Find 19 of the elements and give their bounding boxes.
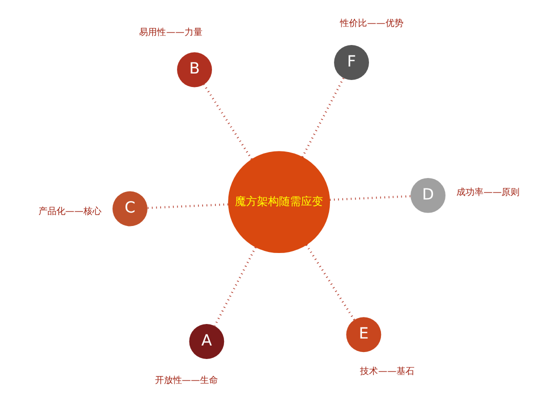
node-circle: C [112, 191, 148, 226]
node-circle: 魔方架构随需应变 [228, 151, 330, 254]
node-circle: A [189, 324, 224, 359]
node-label: 性价比——优势 [340, 18, 404, 29]
node-label: 开放性——生命 [154, 376, 218, 386]
connector [147, 203, 228, 210]
connector [330, 195, 411, 201]
node-circle: B [177, 52, 212, 88]
node-label: 产品化——核心 [38, 206, 102, 217]
connector [302, 78, 344, 158]
node-label: 易用性——力量 [139, 28, 202, 38]
node-label: 技术——基石 [360, 367, 414, 378]
node-circle: E [346, 317, 382, 352]
connector [203, 84, 252, 160]
node-circle: F [334, 45, 369, 80]
node-circle: D [410, 178, 446, 213]
connector [214, 246, 256, 326]
node-label: 成功率——原则 [456, 188, 520, 198]
connector [306, 244, 356, 320]
